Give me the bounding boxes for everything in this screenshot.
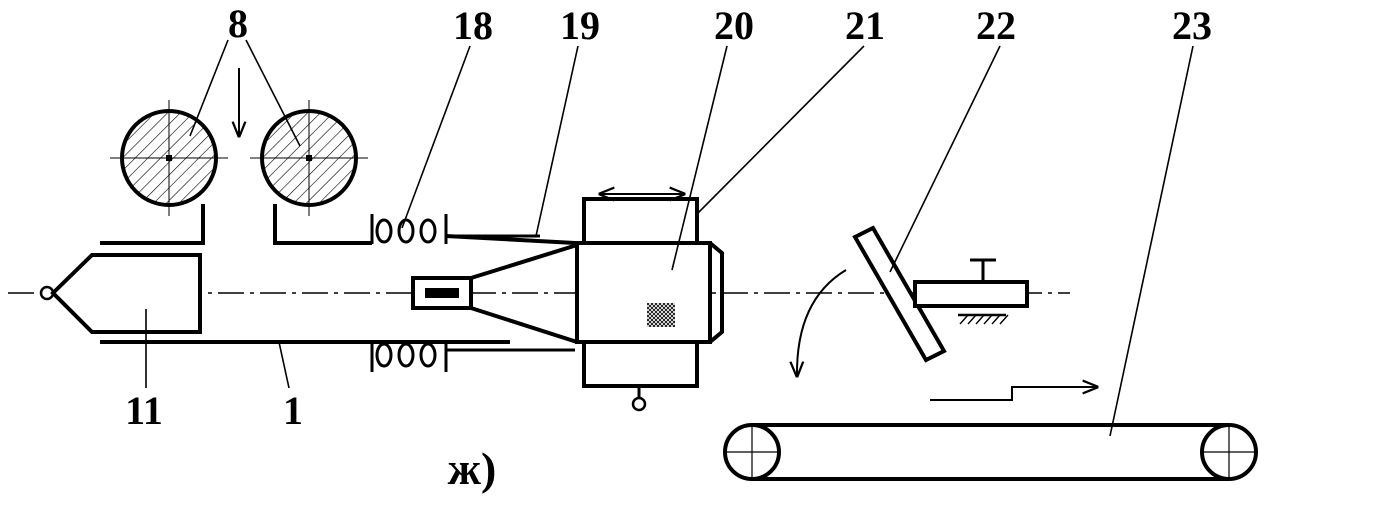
- label-8: 8: [228, 1, 248, 46]
- label-21: 21: [845, 3, 885, 48]
- roller-left: [110, 100, 228, 216]
- head-mesh: [647, 303, 675, 327]
- conveyor-direction-arrow: [930, 387, 1097, 401]
- hopper-wall-left: [100, 204, 205, 245]
- label-1: 1: [283, 388, 303, 433]
- label-23: 23: [1172, 3, 1212, 48]
- label-22: 22: [976, 3, 1016, 48]
- label-19: 19: [560, 3, 600, 48]
- label-18: 18: [453, 3, 493, 48]
- head-stand-knob: [631, 396, 647, 412]
- die-cone: [470, 243, 578, 344]
- cutter-ground-hatch: [959, 314, 1009, 325]
- cutter-rod: [913, 280, 1029, 308]
- conveyor-pulley-axes: [725, 425, 1256, 479]
- leader-lines: [145, 39, 1194, 437]
- label-20: 20: [714, 3, 754, 48]
- figure-caption: ж): [448, 443, 497, 494]
- fall-arrow: [797, 269, 847, 376]
- conveyor-belt: [723, 423, 1258, 481]
- cutter-blade: [852, 225, 947, 363]
- die-head: [575, 241, 712, 344]
- screw-tip: [50, 253, 202, 334]
- nozzle-core: [425, 288, 459, 298]
- heater-coil-bottom: [370, 342, 575, 372]
- roller-right: [250, 100, 368, 216]
- die-head-cap: [708, 241, 724, 344]
- head-bracket-bottom: [582, 342, 699, 388]
- barrel-top-ext: [445, 234, 576, 245]
- label-11: 11: [125, 388, 163, 433]
- hopper-wall-right: [273, 204, 372, 245]
